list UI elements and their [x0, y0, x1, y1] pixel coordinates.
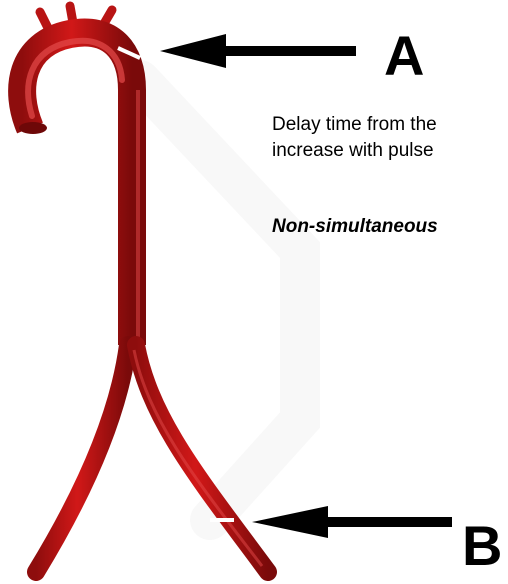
iliac-branches: [36, 345, 268, 572]
caption-line-1: Delay time from the: [272, 112, 437, 138]
arrow-b: [252, 506, 452, 538]
arrow-a: [160, 34, 356, 68]
aorta: [19, 32, 138, 345]
caption-text: Delay time from the increase with pulse: [272, 112, 437, 164]
emphasis-text: Non-simultaneous: [272, 216, 438, 238]
arch-opening: [19, 122, 47, 134]
label-b: B: [462, 518, 502, 574]
caption-line-2: increase with pulse: [272, 138, 437, 164]
label-a: A: [384, 28, 424, 84]
